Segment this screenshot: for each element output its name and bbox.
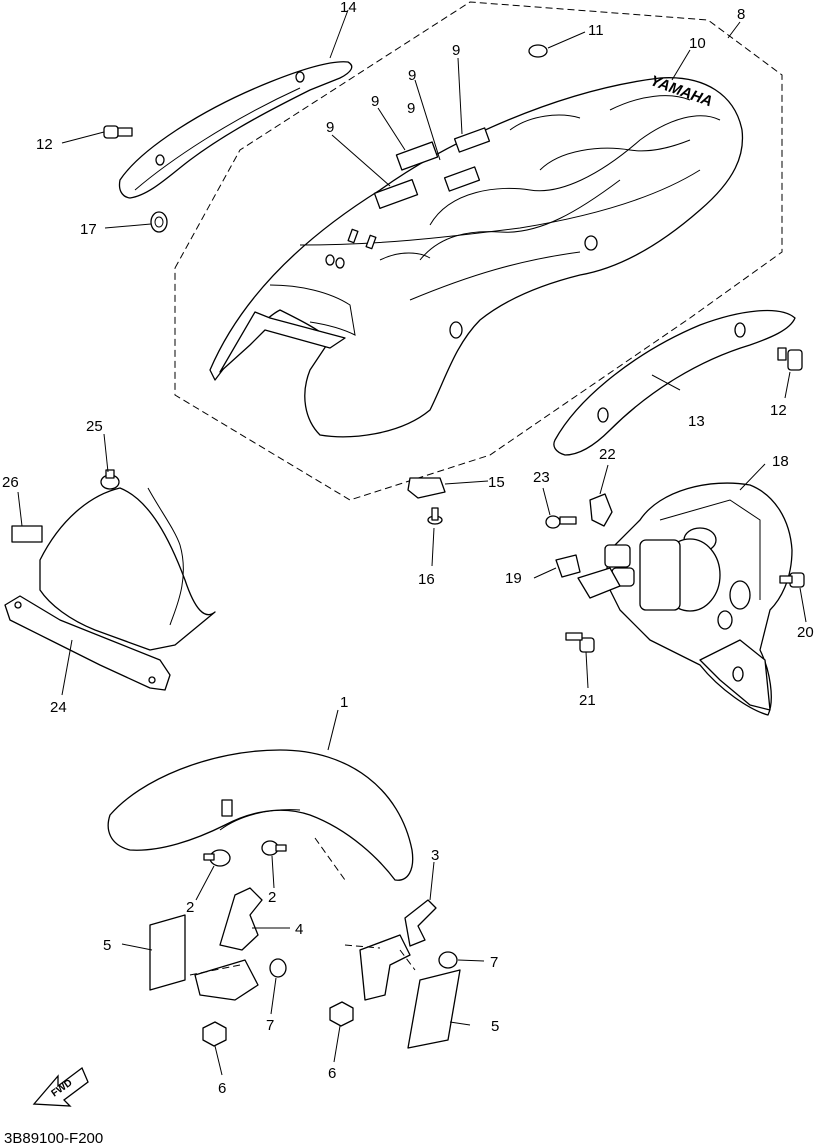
grommet-17	[150, 211, 168, 233]
callout-20: 20	[797, 624, 814, 641]
bolt-25	[100, 469, 120, 490]
clip-22	[589, 493, 613, 527]
callout-23: 23	[533, 469, 550, 486]
reflector-5b	[407, 969, 461, 1049]
callout-18: 18	[772, 453, 789, 470]
decal-9a	[373, 178, 419, 210]
decal-9c	[443, 166, 481, 192]
callout-2: 2	[186, 899, 194, 916]
callout-9: 9	[452, 42, 460, 59]
decal-9b	[395, 141, 439, 171]
callout-11: 11	[588, 22, 604, 39]
callout-9: 9	[371, 93, 379, 110]
bolt-2a	[203, 849, 231, 867]
decal-9d	[453, 127, 491, 153]
callout-4: 4	[295, 921, 303, 938]
callout-7: 7	[266, 1017, 274, 1034]
callout-labels: 1 2 2 3 4 5 5 6 6 7 7 8 9 9 9 9 9 10 11 …	[2, 0, 814, 1097]
callout-10: 10	[689, 35, 706, 52]
callout-21: 21	[579, 692, 596, 709]
front-flap-24	[4, 487, 216, 691]
callout-2: 2	[268, 889, 276, 906]
screw-16	[427, 507, 443, 525]
callout-6: 6	[218, 1080, 226, 1097]
callout-16: 16	[418, 571, 435, 588]
reflector-5a	[149, 914, 186, 991]
callout-24: 24	[50, 699, 67, 716]
callout-9: 9	[407, 100, 415, 117]
callout-3: 3	[431, 847, 439, 864]
bolt-12-left	[103, 125, 133, 139]
bolt-20	[779, 572, 805, 588]
bracket-26	[11, 525, 43, 543]
bolt-7a	[269, 958, 287, 978]
side-rail-13	[553, 309, 796, 456]
callout-5: 5	[491, 1018, 499, 1035]
callout-9: 9	[326, 119, 334, 136]
screw-23	[545, 515, 577, 529]
callout-19: 19	[505, 570, 522, 587]
nut-6b	[329, 1001, 354, 1027]
front-fender-1	[107, 749, 414, 881]
bolt-12-right	[777, 347, 803, 371]
callout-1: 1	[340, 694, 348, 711]
fender-hole	[584, 235, 598, 251]
callout-22: 22	[599, 446, 616, 463]
callout-14: 14	[340, 0, 357, 16]
diagram-code: 3B89100-F200	[4, 1130, 103, 1147]
callout-12: 12	[770, 402, 787, 419]
callout-25: 25	[86, 418, 103, 435]
bolt-7b	[438, 951, 458, 969]
clip-15	[407, 477, 446, 499]
bracket-4	[194, 887, 263, 1001]
callout-13: 13	[688, 413, 705, 430]
callout-17: 17	[80, 221, 97, 238]
washer-11	[528, 44, 548, 58]
callout-9: 9	[408, 67, 416, 84]
bracket-3	[359, 899, 437, 1001]
bolt-21	[565, 632, 595, 653]
taillight-assembly-18	[604, 482, 793, 716]
callout-12: 12	[36, 136, 53, 153]
bolt-2b	[261, 840, 287, 856]
callout-26: 26	[2, 474, 19, 491]
nut-6a	[202, 1021, 227, 1047]
callout-15: 15	[488, 474, 505, 491]
fender-hole	[449, 321, 463, 339]
side-rail-14	[118, 61, 353, 199]
callout-5: 5	[103, 937, 111, 954]
callout-8: 8	[737, 6, 745, 23]
callout-7: 7	[490, 954, 498, 971]
leader-lines	[17, 9, 807, 1076]
callout-6: 6	[328, 1065, 336, 1082]
fwd-arrow-icon: FWD	[32, 1066, 89, 1107]
bracket-19	[555, 554, 621, 599]
